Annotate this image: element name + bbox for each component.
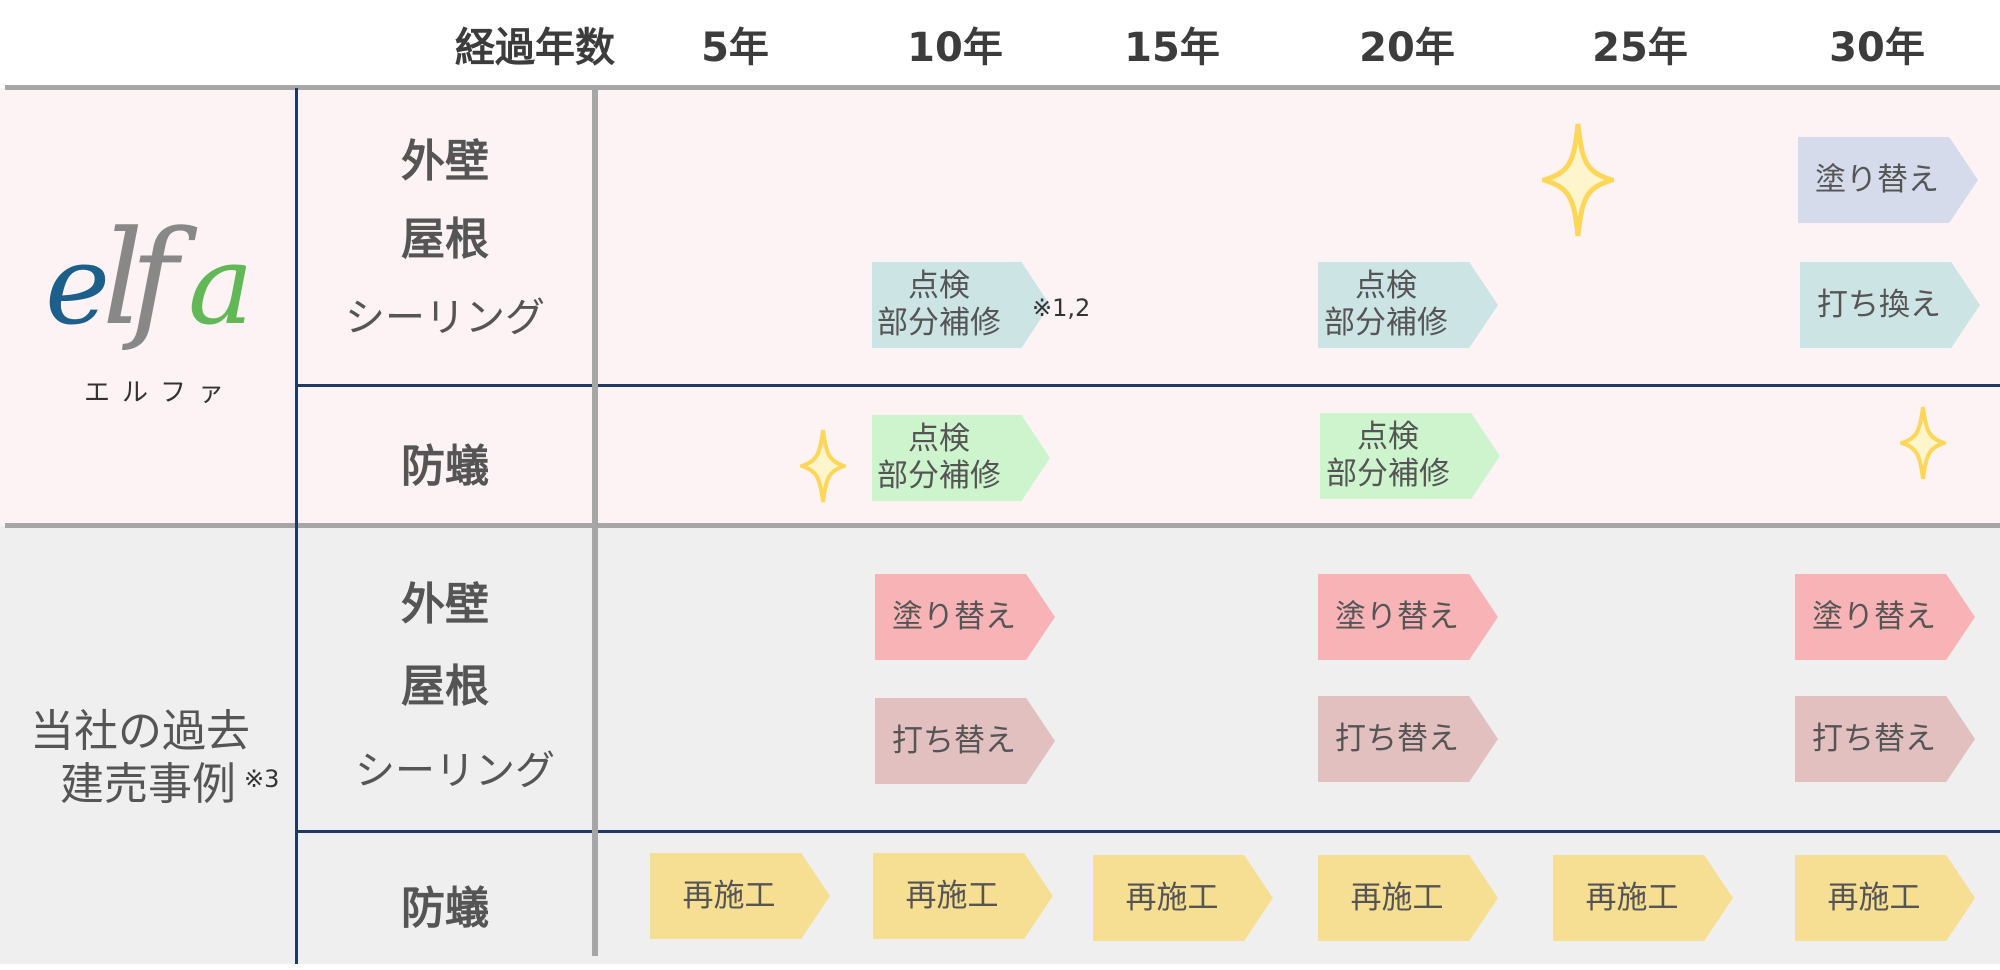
year-20: 20年 xyxy=(1359,25,1455,71)
past-label-line2: 建売事例 xyxy=(60,759,236,810)
past-termite-reapply-25: 再施工 xyxy=(1553,855,1733,941)
past-wall-repaint-30: 塗り替え xyxy=(1795,574,1975,660)
past-row-roof: 屋根 xyxy=(401,661,489,712)
past-row-termite: 防蟻 xyxy=(401,883,489,934)
action-label-line2: 部分補修 xyxy=(877,458,1001,494)
action-label: 再施工 xyxy=(1827,879,1921,916)
action-label-line2: 部分補修 xyxy=(1326,456,1450,492)
elfa-sealing-reseal-30: 打ち換え xyxy=(1800,262,1980,348)
action-label: 塗り替え xyxy=(1815,161,1939,198)
action-label: 打ち替え xyxy=(892,722,1016,759)
past-label-line1: 当社の過去 xyxy=(30,706,250,757)
year-15: 15年 xyxy=(1124,25,1220,71)
past-sealing-reseal-30: 打ち替え xyxy=(1795,696,1975,782)
action-label: 打ち換え xyxy=(1817,286,1941,323)
action-label: 再施工 xyxy=(1585,879,1679,916)
elfa-note: ※1,2 xyxy=(1032,294,1091,322)
svg-text:e: e xyxy=(45,221,110,349)
elfa-logo-kana: エルファ xyxy=(83,378,236,408)
year-10: 10年 xyxy=(907,25,1003,71)
past-note: ※3 xyxy=(244,765,280,793)
action-label-line1: 点検 xyxy=(1357,419,1419,455)
left-vertical-divider xyxy=(295,88,298,964)
svg-text:l: l xyxy=(102,205,144,354)
section-divider xyxy=(5,523,2000,528)
elfa-sealing-inspect-10: 点検部分補修 xyxy=(872,262,1050,348)
action-label: 塗り替え xyxy=(1812,598,1936,635)
sparkle-star-icon xyxy=(1542,123,1614,237)
elfa-row-divider xyxy=(296,384,2000,387)
year-30: 30年 xyxy=(1829,25,1925,71)
past-row-sealing: シーリング xyxy=(355,748,555,794)
elfa-row-termite: 防蟻 xyxy=(401,441,489,492)
action-label: 再施工 xyxy=(1125,879,1219,916)
svg-text:f: f xyxy=(122,205,198,354)
past-sealing-reseal-20: 打ち替え xyxy=(1318,696,1498,782)
elfa-logo-graphic: e l f a xyxy=(45,202,254,354)
action-label-line2: 部分補修 xyxy=(877,305,1001,341)
past-sealing-reseal-10: 打ち替え xyxy=(875,698,1055,784)
action-label-line1: 点検 xyxy=(1355,268,1417,304)
past-termite-reapply-15: 再施工 xyxy=(1093,855,1273,941)
elfa-wall-repaint-30: 塗り替え xyxy=(1798,137,1978,223)
past-row-wall: 外壁 xyxy=(401,579,489,630)
action-label: 打ち替え xyxy=(1335,720,1459,757)
past-row-divider xyxy=(296,830,2000,833)
past-termite-reapply-5: 再施工 xyxy=(650,853,830,939)
header-divider xyxy=(5,85,2000,90)
elfa-row-roof: 屋根 xyxy=(401,214,489,265)
year-5: 5年 xyxy=(701,25,769,71)
past-wall-repaint-10: 塗り替え xyxy=(875,574,1055,660)
elfa-logo: e l f a xyxy=(40,202,280,370)
action-label: 再施工 xyxy=(682,877,776,914)
elfa-row-wall: 外壁 xyxy=(401,136,489,187)
action-label: 塗り替え xyxy=(892,598,1016,635)
elfa-row-sealing: シーリング xyxy=(345,295,545,341)
action-label: 打ち替え xyxy=(1812,720,1936,757)
action-label: 塗り替え xyxy=(1335,598,1459,635)
year-25: 25年 xyxy=(1592,25,1688,71)
elfa-termite-inspect-10: 点検部分補修 xyxy=(872,415,1050,501)
past-termite-reapply-20: 再施工 xyxy=(1318,855,1498,941)
action-label: 再施工 xyxy=(1350,879,1444,916)
action-label-line2: 部分補修 xyxy=(1324,305,1448,341)
header-label: 経過年数 xyxy=(455,25,615,71)
sparkle-star-icon xyxy=(800,429,846,503)
elfa-termite-inspect-20: 点検部分補修 xyxy=(1320,413,1500,499)
past-termite-reapply-10: 再施工 xyxy=(873,853,1053,939)
past-wall-repaint-20: 塗り替え xyxy=(1318,574,1498,660)
elfa-sealing-inspect-20: 点検部分補修 xyxy=(1318,262,1498,348)
svg-text:a: a xyxy=(188,221,254,349)
action-label-line1: 点検 xyxy=(908,268,970,304)
timeline-vertical-divider xyxy=(592,88,598,956)
sparkle-star-icon xyxy=(1900,406,1946,480)
action-label: 再施工 xyxy=(905,877,999,914)
action-label-line1: 点検 xyxy=(908,421,970,457)
past-termite-reapply-30: 再施工 xyxy=(1795,855,1975,941)
